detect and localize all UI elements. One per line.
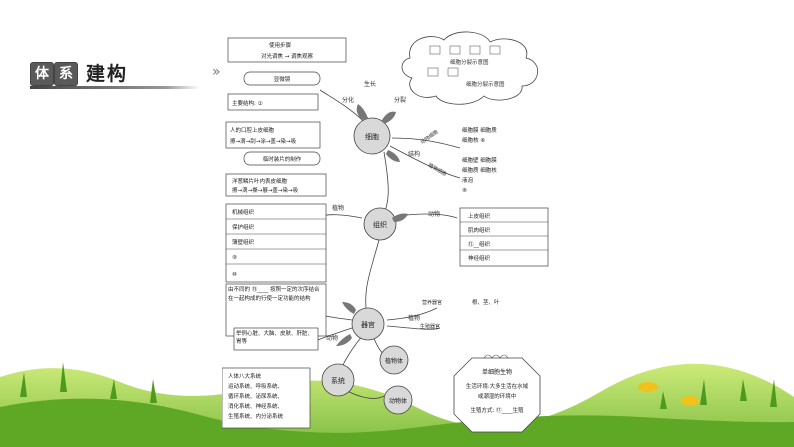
animal-tissue-item: 上皮组织 [468, 212, 491, 220]
human-system-item: 循环系统、泌尿系统、 [228, 392, 283, 400]
animal-cell-label: 动物细胞 [419, 128, 439, 145]
unicellular-octagon [453, 357, 541, 433]
microscope-text: 显微镜 [274, 75, 291, 83]
cloud-label-1: 细胞分裂示意图 [450, 58, 489, 66]
yellow-leaf-icon [638, 382, 658, 392]
main-structure-box [227, 93, 319, 111]
division-label: 分裂 [394, 96, 406, 104]
slide-making-text: 临时装片的制作 [263, 155, 302, 163]
plant-cell-part: 细胞壁 细胞膜 [462, 156, 497, 164]
plant-cell-label: 植物细胞 [427, 162, 448, 178]
microscope-box [243, 71, 321, 86]
concept-map: 细胞分裂示意图 细胞分裂示意图 细胞 组织 器官 系统 植物体 动物体 生长 分… [222, 31, 549, 433]
plant-cell-part: 细胞质 细胞核 [462, 166, 497, 174]
banner-title: 建构 [86, 63, 129, 85]
plant-tissue-item: 机械组织 [232, 208, 255, 216]
unicellular-line: 或潮湿的环境中 [478, 392, 517, 400]
organ-node [351, 307, 385, 341]
cell-node [353, 117, 391, 155]
animal-tissue-item: 肌肉组织 [468, 226, 491, 234]
organ-def-box [225, 283, 327, 337]
human-system-item: 人体八大系统 [228, 372, 262, 380]
animal-organ-examples: 举例心脏、大脑、皮肤、肝脏、胃等 [236, 331, 314, 345]
animal-body-label: 动物体 [389, 397, 407, 405]
animal-tissue-tag: 动物 [428, 210, 440, 218]
human-system-item: 生殖系统、内分泌系统 [228, 412, 284, 420]
onion-cell-text: 洋葱鳞片叶内表皮细胞 [232, 177, 288, 185]
animal-tissue-item: 神经组织 [468, 254, 491, 262]
onion-cell-box [225, 173, 327, 197]
plant-cell-part: ⑧ [462, 188, 467, 194]
plant-tissue-box [225, 203, 327, 283]
cell-division-cloud [401, 31, 538, 105]
plant-tissue-tag: 植物 [332, 204, 344, 212]
plant-tissue-item: 保护组织 [232, 223, 255, 231]
cheek-steps-text: 擦→滴→刮→涂→盖→染→吸 [230, 137, 297, 145]
system-label: 系统 [331, 376, 345, 385]
plant-tissue-item: ⑨ [232, 254, 237, 261]
banner-char-2: 系 [54, 62, 78, 86]
unicellular-line: 生殖方式: ⑰____生殖 [470, 406, 524, 414]
reproductive-label: 生殖器官 [420, 323, 440, 330]
animal-tissue-item: ⑫__组织 [468, 240, 491, 248]
banner-arrow-icon: » [212, 64, 220, 80]
vegetative-label: 营养器官 [422, 299, 442, 306]
plant-organs-text: 根、茎、叶 [472, 298, 500, 306]
plant-body-node [379, 345, 409, 375]
cheek-cell-text: 人的口腔上皮细胞 [230, 126, 275, 134]
human-system-item: 消化系统、神经系统、 [228, 402, 283, 410]
section-banner: 体 系 建构 » [30, 56, 220, 89]
main-structure-text: 主要结构: ① [232, 99, 263, 107]
usage-steps: 对光调焦 → 调焦观察 [261, 52, 314, 60]
tissue-label: 组织 [373, 220, 387, 229]
banner-underline [30, 86, 200, 89]
slide-making-box [243, 151, 321, 166]
plant-tissue-item: 薄壁组织 [232, 238, 255, 246]
cheek-cell-box [225, 121, 321, 149]
animal-organ-tag: 动物 [326, 334, 338, 342]
plant-tissue-item: ⑩ [232, 271, 237, 278]
onion-steps-text: 擦→滴→撕→展→盖→染→吸 [232, 186, 299, 194]
cell-label: 细胞 [365, 132, 379, 141]
organ-definition: 由不同的 ⑬____ 按照一定的次序结合在一起构成的行使一定功能的结构 [228, 287, 320, 302]
human-system-item: 运动系统、呼吸系统、 [228, 382, 283, 390]
cloud-label-2: 细胞分裂示意图 [466, 80, 505, 88]
animal-body-node [383, 385, 413, 415]
animal-cell-part: 细胞核 ⑥ [462, 136, 485, 144]
plant-cell-part: 液泡 [462, 176, 474, 184]
differentiation-label: 分化 [342, 96, 354, 104]
animal-cell-part: 细胞膜 细胞质 [462, 126, 497, 134]
structure-label: 结构 [408, 150, 420, 158]
system-node [321, 363, 355, 397]
banner-char-1: 体 [30, 62, 54, 86]
unicellular-line: 生活环境:大多生活在水域 [466, 382, 529, 390]
animal-organ-box [233, 327, 319, 351]
organ-label: 器官 [361, 320, 375, 329]
usage-title: 使用步骤 [269, 41, 292, 49]
tissue-node [363, 207, 397, 241]
growth-label: 生长 [364, 80, 376, 88]
usage-box [227, 37, 347, 63]
plant-organ-tag: 植物 [408, 314, 420, 322]
human-system-box [222, 367, 311, 429]
plant-body-label: 植物体 [385, 357, 403, 365]
unicellular-title: 单细胞生物 [482, 368, 512, 376]
animal-tissue-box [459, 207, 549, 267]
